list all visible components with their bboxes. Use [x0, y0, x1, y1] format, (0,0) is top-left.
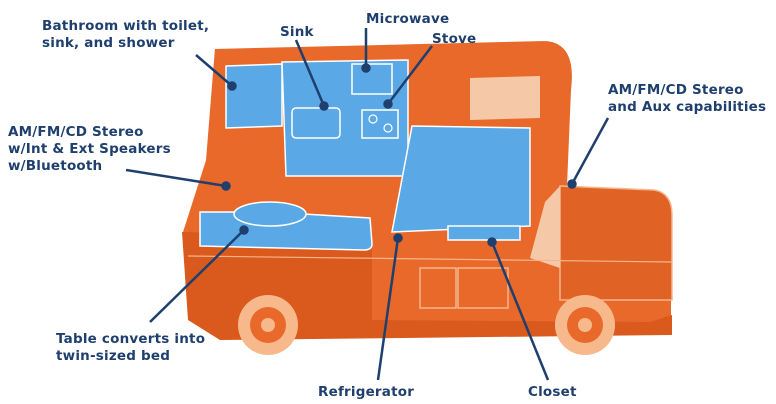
bathroom-area [226, 64, 282, 128]
leader-stereo-right [572, 118, 608, 184]
microwave-box [352, 64, 392, 94]
callout-closet: Closet [528, 384, 577, 401]
callout-table: Table converts into twin-sized bed [56, 331, 205, 365]
callout-refrigerator: Refrigerator [318, 384, 414, 401]
leader-dot-refrigerator [395, 235, 402, 242]
leader-dot-stereo-left [223, 183, 230, 190]
rv-overcab-window [470, 76, 540, 120]
rv-cab [560, 186, 672, 300]
leader-dot-sink [321, 103, 328, 110]
bed-area [392, 126, 530, 232]
leader-dot-stereo-right [569, 181, 576, 188]
sink-basin [292, 108, 340, 138]
leader-dot-bathroom [229, 83, 236, 90]
closet-unit [448, 226, 520, 240]
callout-stereo-left: AM/FM/CD Stereo w/Int & Ext Speakers w/B… [8, 124, 171, 175]
callout-sink: Sink [280, 24, 314, 41]
callout-microwave: Microwave [366, 11, 449, 28]
leader-dot-table [241, 227, 248, 234]
leader-dot-closet [489, 239, 496, 246]
front-wheel [555, 295, 615, 355]
leader-dot-stove [385, 101, 392, 108]
callout-stereo-right: AM/FM/CD Stereo and Aux capabilities [608, 82, 766, 116]
rear-wheel [238, 295, 298, 355]
leader-dot-microwave [363, 65, 370, 72]
dinette-table [234, 202, 306, 226]
stove-top [362, 110, 398, 138]
callout-bathroom: Bathroom with toilet, sink, and shower [42, 18, 209, 52]
callout-stove: Stove [432, 31, 476, 48]
